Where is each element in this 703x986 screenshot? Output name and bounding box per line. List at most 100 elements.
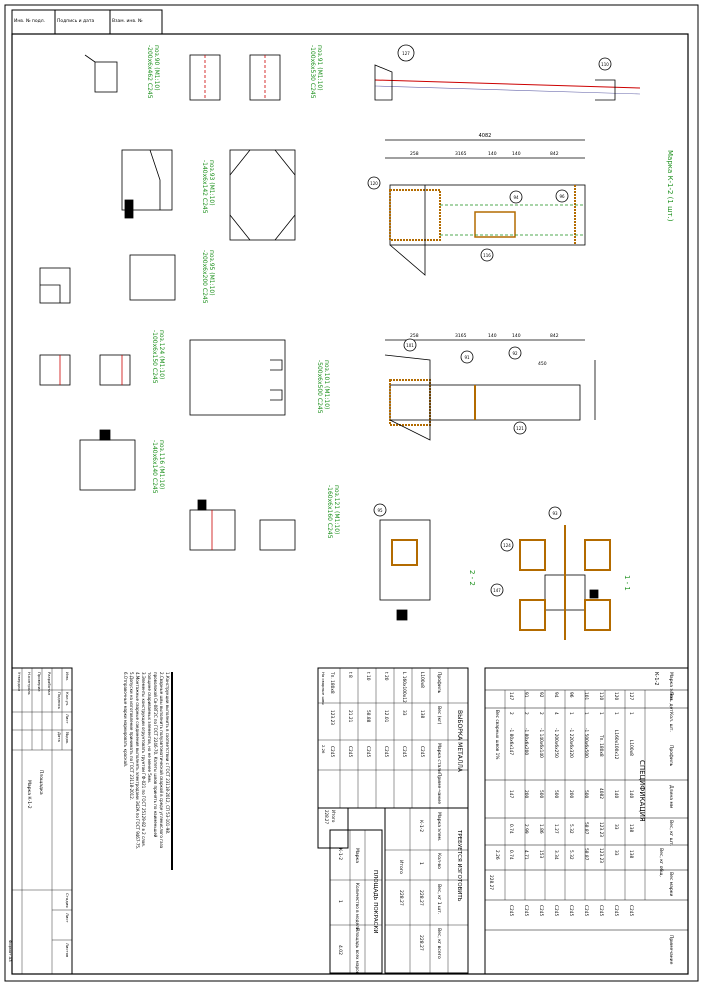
part-sub-124: -100х6х150 С245 bbox=[151, 330, 158, 384]
spec-r3-wt1: 58.87 bbox=[583, 822, 589, 835]
note-2: 2.Сварные швы выполнить полуавтоматическ… bbox=[159, 672, 164, 849]
note-7: 5.Допуски на изготовление принимать по Г… bbox=[129, 672, 134, 800]
spec-table: СПЕЦИФИКАЦИЯ Марка элем. Поз. дет. Кол. … bbox=[484, 667, 689, 975]
spec-r2-wtall: 123.23 bbox=[598, 848, 604, 863]
part-label-90: поз.90 (М1:10) bbox=[153, 45, 160, 91]
balloon-5: 96 bbox=[559, 194, 565, 199]
spec-r3-profile: -1 500х6х500 bbox=[583, 728, 589, 758]
spec-r8-profile: -1 80х6х147 bbox=[508, 728, 514, 755]
spec-r5-pos: 94 bbox=[553, 692, 559, 698]
spec-r1-qty: 1 bbox=[613, 712, 619, 715]
balloon-1: 127 bbox=[402, 51, 410, 56]
spec-h-note: Примечание bbox=[668, 935, 674, 965]
metal-table: ВЫБОРКА МЕТАЛЛА Профиль Вес (кг) Марка с… bbox=[317, 667, 469, 849]
manufacture-table: ТРЕБУЕТСЯ ИЗГОТОВИТЬ Марка элем. Кол-во … bbox=[384, 807, 469, 974]
metal-r0-steel: С245 bbox=[419, 746, 425, 757]
spec-r3-wtall: 58.87 bbox=[583, 848, 589, 861]
part-label-93: поз.93 (М1:10) bbox=[208, 160, 215, 206]
spec-weld-value: 2.26 bbox=[494, 850, 500, 860]
mfg-r0-qty: 1 bbox=[418, 862, 424, 865]
part-labels: поз.90 (М1:10) -200х6х462 С245 поз.91 (М… bbox=[146, 45, 340, 539]
metal-r1-profile: L 160х100х12 bbox=[401, 672, 407, 703]
tb-sheet-name: Марка К-1-2 bbox=[26, 780, 32, 809]
paint-r0-qty: 1 bbox=[337, 900, 343, 903]
spec-r1-pos: 120 bbox=[613, 692, 619, 700]
drawing-frame bbox=[11, 33, 689, 975]
spec-r5-wt1: 1.27 bbox=[553, 824, 559, 834]
paint-r0-mark: К-1-2 bbox=[337, 848, 343, 860]
spec-r2-pos: 110 bbox=[598, 692, 604, 700]
metal-h-steel: Марка стали bbox=[436, 743, 442, 773]
metal-title: ВЫБОРКА МЕТАЛЛА bbox=[456, 710, 463, 773]
dim-top-4: 140 bbox=[512, 151, 521, 157]
spec-r0-steel: С245 bbox=[628, 905, 634, 916]
mfg-h-mark: Марка элем. bbox=[436, 812, 442, 841]
part-label-124: поз.124 (М1:10) bbox=[158, 330, 165, 379]
metal-r4-wt: 21.21 bbox=[347, 710, 353, 723]
paint-table: ПЛОЩАДЬ ПОКРАСКИ Марка Количество в моде… bbox=[329, 829, 383, 975]
spec-r0-len: 140 bbox=[628, 790, 634, 798]
spec-r0-qty: 1 bbox=[628, 712, 634, 715]
metal-h-profile: Профиль bbox=[436, 672, 442, 694]
spec-r3-len: 500 bbox=[583, 790, 589, 798]
spec-r4-wtall: 5.32 bbox=[568, 850, 574, 860]
note-5: 3.Элементы конструкции огрунтовать грунт… bbox=[141, 672, 146, 847]
dim-top-1: 258 bbox=[410, 151, 419, 157]
metal-r2-profile: t 20 bbox=[383, 672, 389, 681]
tb-h-doc: №док. bbox=[65, 732, 70, 744]
spec-h-profile: Профиль bbox=[668, 745, 674, 767]
metal-total-label: Итого bbox=[331, 810, 336, 823]
spec-h-pos: Поз. дет. bbox=[668, 692, 674, 713]
spec-r6-len: 500 bbox=[538, 790, 544, 798]
spec-r5-profile: -1 200х6х250 bbox=[553, 728, 559, 758]
section-1-1-label: 1 - 1 bbox=[623, 575, 631, 591]
tb-h-list: Лист bbox=[65, 714, 70, 724]
main-mark-label: Марка К-1-2 (1 шт.) bbox=[666, 150, 674, 222]
spec-r1-len: 140 bbox=[613, 790, 619, 798]
mfg-h-wtall: Вес, кг всего bbox=[436, 928, 442, 959]
dim-mid-1: 258 bbox=[410, 333, 419, 339]
spec-mark: К-1-2 bbox=[653, 672, 659, 686]
mfg-r0-wtall: 228.27 bbox=[418, 935, 424, 951]
spec-r4-len: 200 bbox=[568, 790, 574, 798]
spec-r1-wtall: 33 bbox=[613, 850, 619, 856]
tb-object: Площадка bbox=[38, 770, 44, 795]
stamp-cell-2: Подпись и дата bbox=[57, 18, 95, 24]
mfg-h-qty: Кол-во bbox=[436, 853, 442, 869]
spec-r7-wtall: 4.71 bbox=[523, 850, 529, 860]
metal-r3-steel: С245 bbox=[365, 746, 371, 757]
balloon-6: 101 bbox=[406, 343, 414, 348]
spec-r2-len: 4082 bbox=[598, 788, 604, 799]
mfg-r0-mark: К-1-2 bbox=[418, 820, 424, 832]
part-label-95: поз.95 (М1:10) bbox=[208, 250, 215, 296]
spec-r1-steel: С245 bbox=[613, 905, 619, 916]
manufacture-title: ТРЕБУЕТСЯ ИЗГОТОВИТЬ bbox=[456, 829, 462, 902]
spec-r5-steel: С245 bbox=[553, 905, 559, 916]
metal-r5-profile: Тп. 180х8 bbox=[329, 671, 335, 694]
tb-h-izm: Изм. bbox=[65, 672, 70, 681]
tb-role-1: Разработал bbox=[47, 672, 52, 696]
tb-role-3: Н.контроль bbox=[27, 672, 32, 696]
metal-r4-profile: t 8 bbox=[347, 672, 353, 678]
metal-r6-label: На сварные швы bbox=[321, 672, 326, 705]
spec-r6-wt1: 1.86 bbox=[538, 824, 544, 834]
balloon-9: 116 bbox=[483, 253, 491, 258]
metal-r2-steel: С245 bbox=[383, 746, 389, 757]
spec-r2-qty: 1 bbox=[598, 712, 604, 715]
spec-r7-wt1: 2.99 bbox=[523, 824, 529, 834]
mfg-r0-wt1: 228.27 bbox=[418, 890, 424, 906]
balloon-12: 93 bbox=[552, 511, 558, 516]
note-6: 4.Монтажные сварные соединения выполнять… bbox=[135, 672, 140, 849]
spec-r5-qty: 4 bbox=[553, 712, 559, 715]
part-sub-93: -140х6х142 С245 bbox=[201, 160, 208, 214]
spec-r6-steel: С245 bbox=[538, 905, 544, 916]
spec-r1-profile: L160х100х12 bbox=[613, 730, 619, 760]
spec-r2-steel: С245 bbox=[598, 905, 604, 916]
balloon-10: 121 bbox=[516, 426, 524, 431]
spec-r8-wt1: 0.74 bbox=[508, 824, 514, 834]
spec-r0-profile: L100х8 bbox=[628, 740, 634, 756]
spec-r5-len: 500 bbox=[553, 790, 559, 798]
spec-r6-profile: -1 140х6х140 bbox=[538, 728, 544, 758]
tb-stage: Стадия bbox=[65, 893, 70, 908]
